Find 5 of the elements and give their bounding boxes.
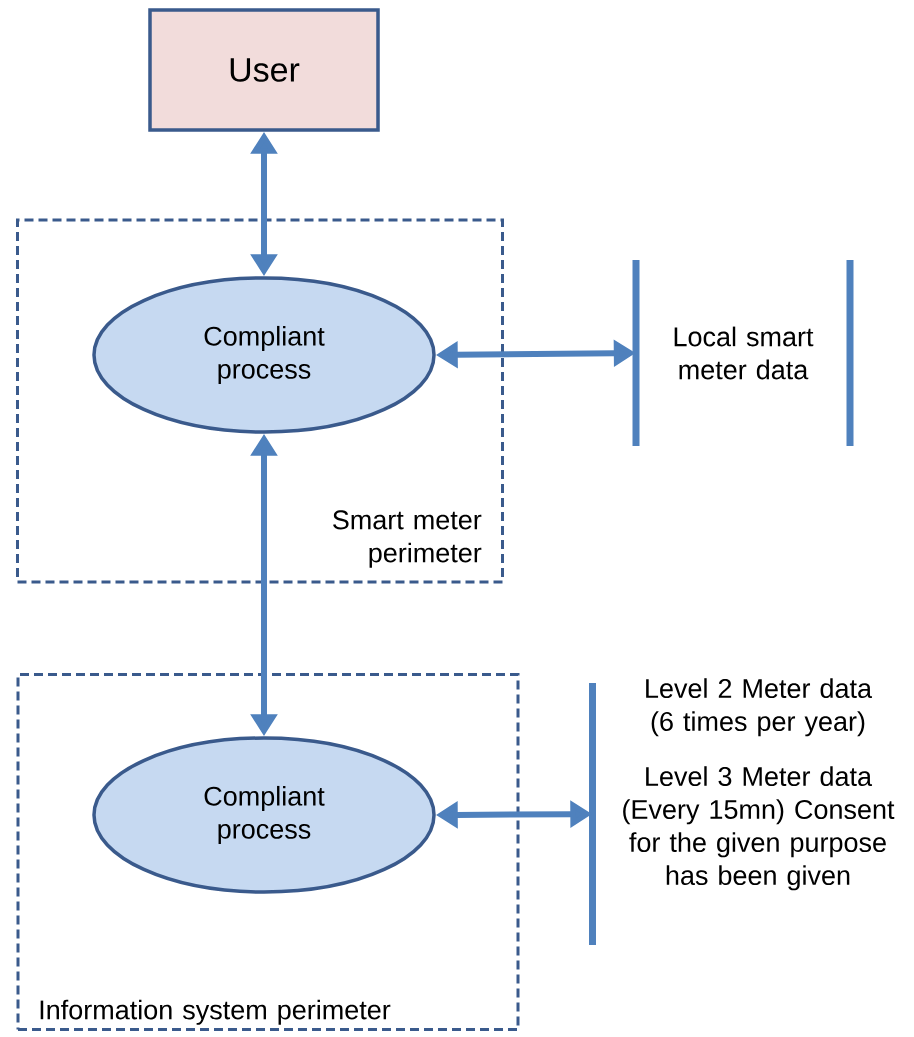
user-box: User (148, 8, 380, 132)
perimeter-label: Information system perimeter (40, 999, 391, 1025)
data-description: Level 2 Meter data (6 times per year) (646, 678, 872, 737)
data-description: Level 3 Meter data (Every 15mn) Consent for the given purpose has been given (623, 766, 895, 891)
perimeter-label: Smart meter perimeter (333, 510, 482, 568)
